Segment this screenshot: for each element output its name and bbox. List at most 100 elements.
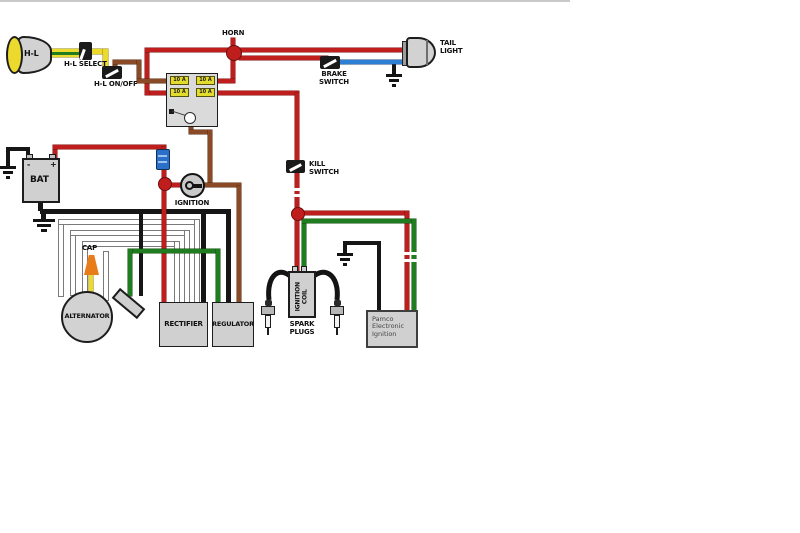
battery-label: BAT <box>30 175 49 185</box>
bullet-connector <box>411 252 417 255</box>
fuse-rating-label: 10 A <box>199 77 212 83</box>
ground-icon <box>33 219 55 232</box>
bullet-connector <box>294 194 300 197</box>
bullet-connector <box>411 259 417 262</box>
wire-black-drop-rectifier <box>201 213 206 303</box>
headlight-lens <box>6 36 23 74</box>
spark-plug-tip <box>267 328 269 335</box>
wire-red-left-riser <box>145 48 149 95</box>
ignition-coil-label: IGNITION COIL <box>294 282 308 312</box>
spark-plug-insulator <box>265 315 271 328</box>
pamco-ignition: Pamco Electronic Ignition <box>366 310 418 348</box>
wire-red-horn-stub <box>231 38 235 50</box>
wire-brown-fusebox-out <box>189 125 193 133</box>
wire-yellow-to-onoff <box>103 49 108 69</box>
wire-green-alternator-down <box>128 249 132 296</box>
rectifier: RECTIFIER <box>159 302 208 347</box>
hl-select-label: H-L SELECT <box>64 60 107 68</box>
wire-black-pamco-gnd-horiz <box>343 241 381 245</box>
fusebox-contact-dot <box>169 109 174 114</box>
kill-switch <box>286 160 305 173</box>
battery-minus-label: - <box>27 160 31 169</box>
hl-onoff-switch <box>102 66 122 79</box>
wire-red-fuse-row2-left <box>145 91 171 95</box>
bullet-connector <box>404 252 410 255</box>
wire-white-phase1-right <box>194 219 200 305</box>
bullet-connector <box>294 188 300 191</box>
ignition-switch <box>180 173 205 198</box>
wire-blue-brake-to-tail <box>334 60 404 64</box>
spark-plug-left <box>261 300 277 338</box>
wire-green-headlight-stripe <box>48 52 82 55</box>
wire-red-battery-pos-up <box>53 145 57 160</box>
wire-red-to-rectifier <box>162 186 166 303</box>
inline-fuse-holder <box>156 149 170 170</box>
wire-green-coil-up <box>302 219 306 272</box>
wire-red-battery-horiz <box>53 145 166 149</box>
spark-plugs-label: SPARK PLUGS <box>289 320 315 336</box>
junction-horn <box>226 45 242 61</box>
fuse-10a: 10 A <box>170 88 189 97</box>
wire-red-ignition-link <box>166 183 184 187</box>
fuse-rating-label: 10 A <box>173 77 186 83</box>
horn-label: HORN <box>222 29 245 37</box>
regulator-label: REGULATOR <box>212 319 254 328</box>
inline-fuse-band <box>158 161 167 163</box>
ignition-label: IGNITION <box>174 199 210 207</box>
hl-select-switch <box>79 42 92 61</box>
ground-icon <box>337 253 353 266</box>
wire-red-fuse-row2-right <box>215 91 299 95</box>
fuse-10a: 10 A <box>196 76 215 85</box>
tail-light-body <box>406 37 436 68</box>
wire-black-battery-neg-horiz <box>6 147 30 151</box>
wire-black-drop-connector <box>139 213 143 296</box>
junction-battery-feed <box>158 177 172 191</box>
wire-yellow-cap-lead <box>89 274 93 295</box>
wire-white-phase2-top <box>70 230 190 236</box>
spark-plug-cap <box>265 300 272 306</box>
ignition-coil: IGNITION COIL <box>288 271 316 318</box>
fuse-10a: 10 A <box>170 76 189 85</box>
fuse-rating-label: 10 A <box>199 89 212 95</box>
wire-green-pamco-down <box>412 219 416 312</box>
wire-brown-ignition-link <box>203 183 241 187</box>
battery-plus-label: + <box>50 160 57 169</box>
wire-black-battery-neg-stem <box>6 147 10 166</box>
wire-black-pamco-gnd-stem <box>343 244 347 253</box>
wire-red-kill-feed <box>295 93 299 162</box>
wire-brown-hl-down <box>137 60 141 83</box>
wire-brown-to-regulator <box>237 186 241 303</box>
wire-white-phase1-left <box>58 219 64 297</box>
wire-brown-hl-up <box>113 60 117 69</box>
wire-black-taillight-down <box>392 60 396 74</box>
wire-brown-jog <box>189 130 212 134</box>
cap-label: CAP <box>82 244 98 252</box>
wire-red-kill-out <box>295 173 299 213</box>
battery <box>22 158 60 203</box>
fusebox-terminal-circle <box>184 112 196 124</box>
wire-black-battery-bottom <box>38 201 43 211</box>
wire-brown-down1 <box>208 130 212 187</box>
spark-plug-cap <box>334 300 341 306</box>
junction-kill-out <box>291 207 305 221</box>
brake-switch-label: BRAKE SWITCH <box>319 70 349 86</box>
wire-red-coil-feed <box>295 213 299 272</box>
wire-white-field <box>103 251 109 301</box>
wire-red-junction-to-fuse <box>231 52 235 82</box>
tail-light-label: TAIL LIGHT <box>440 39 463 55</box>
alternator: ALTERNATOR <box>61 291 113 343</box>
spark-plug-right <box>330 300 346 338</box>
wire-white-phase1-top <box>58 219 200 225</box>
wire-black-pamco-down <box>377 241 381 312</box>
fuse-10a: 10 A <box>196 88 215 97</box>
wire-black-ground-bus <box>40 209 231 214</box>
wire-brown-hl-top <box>113 60 141 64</box>
spark-plug-insulator <box>334 315 340 328</box>
key-icon-shaft <box>193 184 202 188</box>
scan-artifact-line <box>0 0 570 2</box>
wire-black-drop-regulator <box>226 213 231 303</box>
spark-plug-tip <box>336 328 338 335</box>
wire-black-ground-bus-stem <box>41 213 46 219</box>
wire-red-brake-feed <box>239 56 328 60</box>
